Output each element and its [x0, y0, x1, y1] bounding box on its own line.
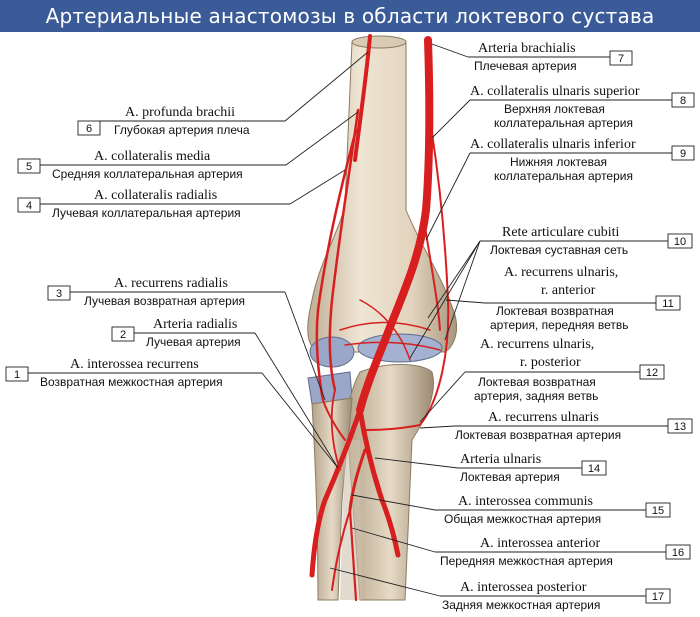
elbow-illustration [307, 34, 458, 602]
label-russian: Лучевая артерия [146, 335, 241, 349]
collateralis-media-artery [328, 108, 360, 392]
label-russian: Лучевая возвратная артерия [84, 294, 245, 308]
label-number: 15 [652, 505, 664, 517]
label-17: 17 A. interossea posterior Задняя межкос… [442, 580, 671, 612]
anterior-interosseous-artery [348, 508, 358, 602]
label-latin: A. profunda brachii [125, 105, 235, 120]
label-russian: Локтевая возвратная [478, 375, 596, 389]
label-latin: A. collateralis ulnaris superior [470, 84, 640, 99]
label-10: 10 Rete articulare cubiti Локтевая суста… [490, 225, 693, 257]
label-latin: A. recurrens radialis [114, 276, 228, 291]
label-russian: коллатеральная артерия [494, 169, 633, 183]
label-latin: A. interossea recurrens [70, 357, 199, 372]
label-latin: Arteria brachialis [478, 41, 576, 56]
label-number: 14 [588, 463, 600, 475]
label-6: 6 A. profunda brachii Глубокая артерия п… [77, 105, 250, 137]
label-russian: Передняя межкостная артерия [440, 554, 613, 568]
label-latin: A. recurrens ulnaris [488, 410, 599, 425]
label-number: 16 [672, 547, 684, 559]
label-15: 15 A. interossea communis Общая межкостн… [444, 494, 671, 526]
humerus-cut-surface [351, 35, 407, 49]
label-number: 4 [26, 200, 32, 212]
label-latin: A. recurrens ulnaris, [504, 265, 618, 280]
page-title: Артериальные анастомозы в области локтев… [0, 0, 700, 32]
label-latin: A. interossea posterior [460, 580, 587, 595]
label-number: 10 [674, 236, 686, 248]
label-number: 12 [646, 367, 658, 379]
label-latin: Rete articulare cubiti [502, 225, 619, 240]
label-3: 3 A. recurrens radialis Лучевая возвратн… [47, 276, 245, 308]
ulnar-recurrent-artery [365, 424, 421, 431]
label-russian: Локтевая возвратная артерия [455, 428, 621, 442]
label-russian: Локтевая артерия [460, 470, 560, 484]
label-russian: Локтевая возвратная [496, 304, 614, 318]
label-4: 4 A. collateralis radialis Лучевая колла… [17, 188, 241, 220]
rete-articulare-branches [339, 299, 441, 361]
label-russian: Плечевая артерия [474, 59, 577, 73]
profunda-brachii-artery [353, 34, 372, 162]
label-7: 7 Arteria brachialis Плечевая артерия [474, 41, 633, 73]
label-latin: Arteria radialis [153, 317, 237, 332]
label-number: 6 [86, 123, 92, 135]
label-number: 5 [26, 161, 32, 173]
interosseous-recurrent-artery [330, 389, 341, 471]
label-russian: Возвратная межкостная артерия [40, 375, 223, 389]
label-12: 12 A. recurrens ulnaris, r. posterior Ло… [474, 337, 665, 403]
label-latin: A. recurrens ulnaris, [480, 337, 594, 352]
collateralis-radialis-artery [315, 128, 358, 397]
label-russian: артерия, передняя ветвь [490, 318, 629, 332]
collateralis-ulnaris-inferior-artery [423, 219, 441, 331]
label-number: 13 [674, 421, 686, 433]
label-5: 5 A. collateralis media Средняя коллатер… [17, 149, 243, 181]
label-russian: Средняя коллатеральная артерия [52, 167, 243, 181]
humerus-bone [307, 41, 458, 353]
label-2: 2 Arteria radialis Лучевая артерия [111, 317, 241, 349]
label-13: 13 A. recurrens ulnaris Локтевая возврат… [455, 410, 693, 442]
label-number: 3 [56, 288, 62, 300]
label-russian: Задняя межкостная артерия [442, 598, 600, 612]
label-14: 14 Arteria ulnaris Локтевая артерия [460, 452, 607, 484]
label-latin: A. collateralis radialis [94, 188, 217, 203]
label-number: 2 [120, 329, 126, 341]
label-latin: A. interossea communis [458, 494, 593, 509]
label-latin: r. posterior [520, 355, 581, 370]
label-8: 8 A. collateralis ulnaris superior Верхн… [470, 84, 695, 130]
label-russian: Общая межкостная артерия [444, 512, 601, 526]
label-russian: Нижняя локтевая [510, 155, 607, 169]
ulnar-artery [357, 407, 401, 558]
label-latin: r. anterior [541, 283, 596, 298]
label-russian: Верхняя локтевая [504, 102, 605, 116]
radial-recurrent-artery [321, 394, 346, 441]
label-number: 1 [14, 369, 20, 381]
label-russian: Локтевая суставная сеть [490, 243, 628, 257]
label-russian: Лучевая коллатеральная артерия [52, 206, 241, 220]
common-interosseous-artery [348, 448, 367, 512]
label-russian: артерия, задняя ветвь [474, 389, 598, 403]
label-number: 9 [680, 148, 686, 160]
label-16: 16 A. interossea anterior Передняя межко… [440, 536, 691, 568]
label-russian: коллатеральная артерия [494, 116, 633, 130]
label-number: 17 [652, 591, 664, 603]
label-number: 8 [680, 95, 686, 107]
label-11: 11 A. recurrens ulnaris, r. anterior Лок… [490, 265, 681, 332]
label-latin: A. collateralis ulnaris inferior [470, 137, 636, 152]
label-9: 9 A. collateralis ulnaris inferior Нижня… [470, 137, 695, 183]
radial-artery [309, 407, 363, 578]
label-russian: Глубокая артерия плеча [114, 123, 250, 137]
posterior-interosseous-artery [331, 509, 351, 591]
label-latin: A. collateralis media [94, 149, 211, 164]
leader-lines [28, 43, 672, 597]
label-latin: Arteria ulnaris [460, 452, 541, 467]
label-latin: A. interossea anterior [480, 536, 600, 551]
label-number: 7 [618, 53, 624, 65]
label-1: 1 A. interossea recurrens Возвратная меж… [5, 357, 223, 389]
brachial-artery [356, 36, 434, 414]
label-number: 11 [662, 298, 673, 310]
